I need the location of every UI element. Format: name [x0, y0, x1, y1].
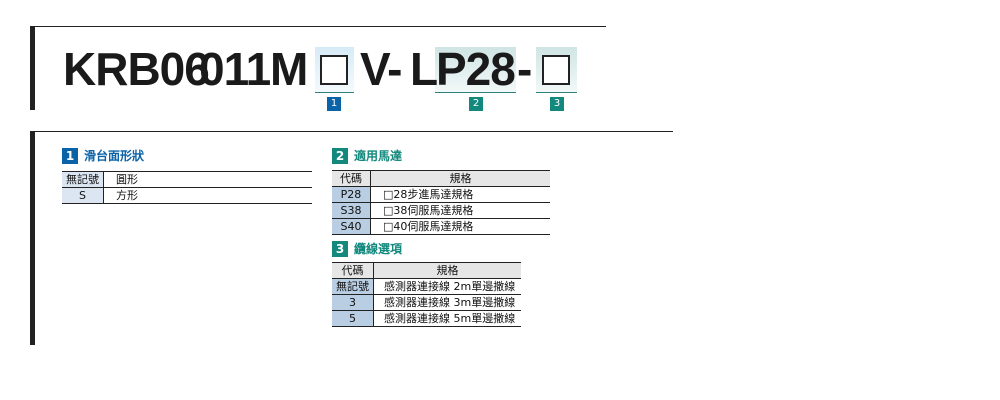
section-1-header: 1 滑台面形狀	[62, 148, 144, 164]
model-part: M	[270, 43, 308, 95]
underline-2	[435, 92, 516, 93]
highlight-2	[435, 47, 516, 92]
code-cell: P28	[332, 186, 371, 203]
model-part: 011	[199, 43, 271, 95]
header-cell: 規格	[373, 262, 521, 279]
code-cell: 5	[332, 310, 374, 327]
placeholder-box-3	[542, 55, 570, 85]
code-cell: 3	[332, 294, 374, 311]
badge-3: 3	[550, 97, 564, 111]
code-cell: S38	[332, 202, 371, 219]
section-number: 3	[332, 241, 348, 257]
model-part: KRB06	[63, 43, 210, 95]
section-number: 2	[332, 148, 348, 164]
badge-2: 2	[469, 97, 483, 111]
model-part: P28	[436, 43, 516, 95]
badge-1: 1	[327, 97, 341, 111]
section-number: 1	[62, 148, 78, 164]
model-part: V-	[360, 43, 402, 95]
table-row: 無記號圓形	[62, 171, 312, 188]
spec-cell: □28步進馬達規格	[370, 186, 550, 203]
header-cell: 規格	[370, 170, 550, 187]
code-cell: S	[62, 187, 104, 204]
section-title: 適用馬達	[354, 149, 403, 163]
table-header: 代碼規格	[332, 262, 521, 279]
underline-1	[315, 92, 354, 93]
top-rule	[30, 26, 606, 27]
table-row: P28□28步進馬達規格	[332, 186, 550, 203]
table-row: S40□40伺服馬達規格	[332, 218, 550, 235]
title-bar	[30, 27, 35, 110]
spec-cell: 感測器連接線 5m單邊撒線	[373, 310, 521, 327]
model-part: -	[517, 43, 532, 95]
model-part: L	[410, 43, 438, 95]
spec-cell: □40伺服馬達規格	[370, 218, 550, 235]
spec-cell: 圓形	[103, 171, 312, 188]
table-row: S38□38伺服馬達規格	[332, 202, 550, 219]
placeholder-box-1	[320, 55, 348, 85]
section-bar	[30, 131, 35, 345]
spec-cell: 感測器連接線 2m單邊撒線	[373, 278, 521, 295]
code-cell: S40	[332, 218, 371, 235]
section-3-header: 3 纜線選項	[332, 241, 402, 257]
table-row: 無記號感測器連接線 2m單邊撒線	[332, 278, 521, 295]
spec-cell: □38伺服馬達規格	[370, 202, 550, 219]
section-title: 滑台面形狀	[84, 149, 145, 163]
spec-cell: 感測器連接線 3m單邊撒線	[373, 294, 521, 311]
table-2: 代碼規格 P28□28步進馬達規格 S38□38伺服馬達規格 S40□40伺服馬…	[332, 170, 550, 235]
underline-3	[536, 92, 577, 93]
header-cell: 代碼	[332, 262, 374, 279]
header-cell: 代碼	[332, 170, 371, 187]
spec-cell: 方形	[103, 187, 312, 204]
table-header: 代碼規格	[332, 170, 550, 187]
section-title: 纜線選項	[354, 242, 403, 256]
section-2-header: 2 適用馬達	[332, 148, 402, 164]
code-cell: 無記號	[332, 278, 374, 295]
code-cell: 無記號	[62, 171, 104, 188]
section-rule	[30, 131, 673, 132]
